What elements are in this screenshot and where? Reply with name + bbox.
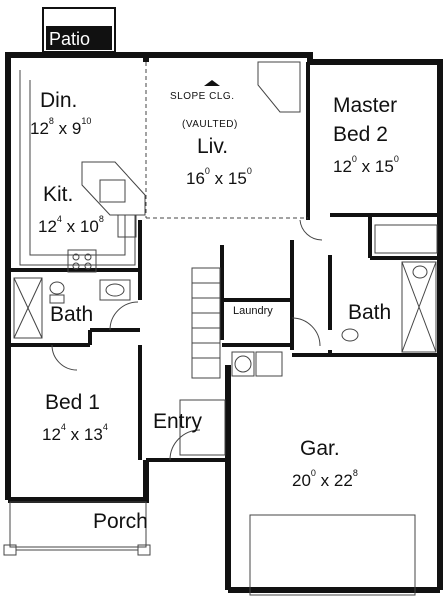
garage-name: Gar. <box>300 437 340 460</box>
bed1-name: Bed 1 <box>45 391 100 414</box>
patio-label: Patio <box>49 29 91 49</box>
entry-name: Entry <box>153 410 203 433</box>
master-name-line2: Bed 2 <box>333 123 388 146</box>
living-vaulted-note: (VAULTED) <box>182 119 238 130</box>
interior-walls <box>10 62 440 462</box>
master-name-line1: Master <box>333 94 398 117</box>
garage-size: 200 x 228 <box>292 468 358 490</box>
living-size: 160 x 150 <box>186 166 252 188</box>
bed1-size: 124 x 134 <box>42 422 108 444</box>
bath-right-name: Bath <box>348 301 392 324</box>
porch-name: Porch <box>93 510 148 533</box>
dining-name: Din. <box>40 89 78 112</box>
patio <box>42 7 116 53</box>
dining-size: 128 x 910 <box>30 116 92 138</box>
slope-arrow <box>204 80 220 86</box>
bath-left-name: Bath <box>50 303 94 326</box>
living-slope-note: SLOPE CLG. <box>170 91 235 102</box>
master-size: 120 x 150 <box>333 154 399 176</box>
laundry-name: Laundry <box>233 305 273 317</box>
fixtures <box>3 61 438 596</box>
kitchen-size: 124 x 108 <box>38 214 104 236</box>
living-name: Liv. <box>197 135 229 158</box>
kitchen-name: Kit. <box>43 183 74 206</box>
